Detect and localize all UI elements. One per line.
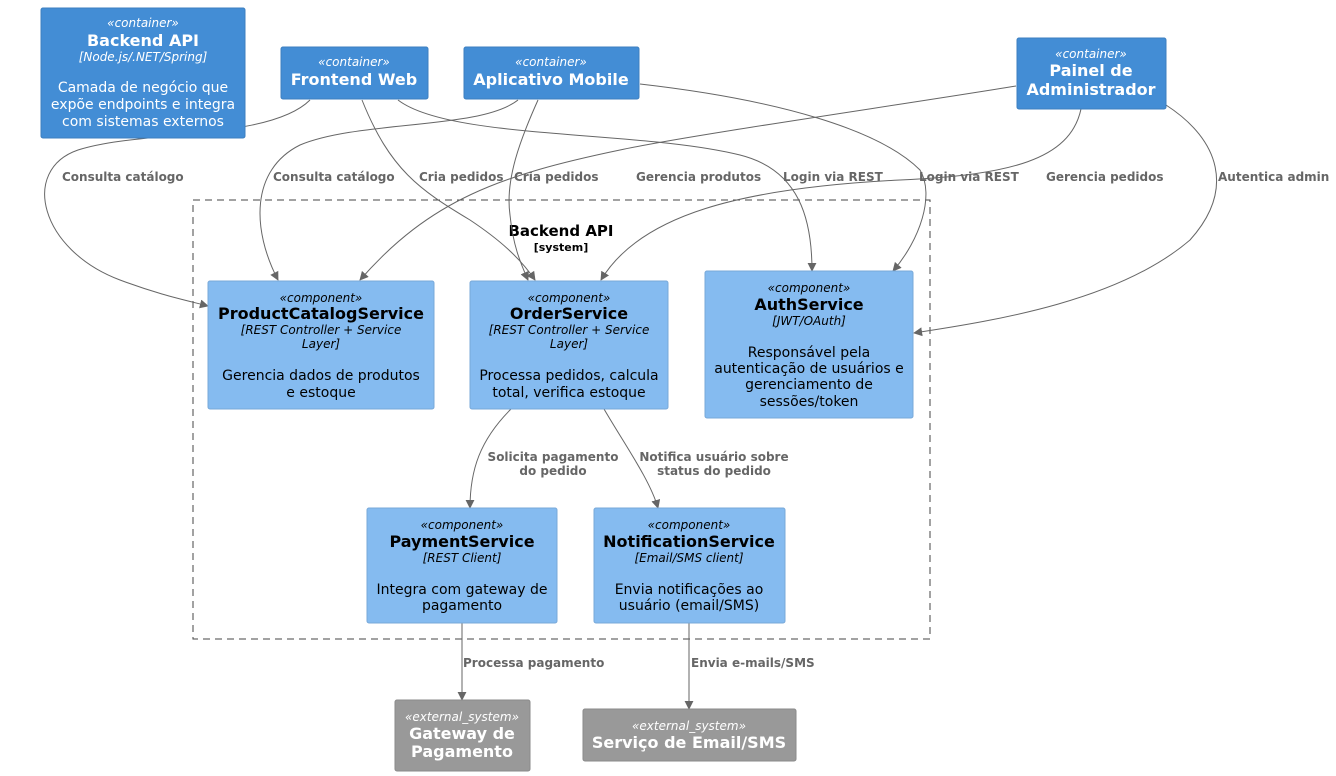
node-description: e estoque — [286, 385, 355, 401]
node-stereotype: «container» — [107, 16, 179, 30]
node-technology: [REST Client] — [423, 551, 502, 565]
admin-panel-node[interactable]: «container» Painel de Administrador — [1016, 37, 1167, 110]
node-title: NotificationService — [603, 532, 775, 551]
node-title: Backend API — [87, 31, 199, 50]
edge-mobile-order[interactable]: Cria pedidos — [508, 99, 599, 281]
edge-order-payment[interactable]: Solicita pagamento do pedido — [465, 408, 619, 509]
payment-service-node[interactable]: «component» PaymentService [REST Client]… — [366, 507, 558, 624]
node-technology: [Email/SMS client] — [634, 551, 743, 565]
edge-notification-email[interactable]: Envia e-mails/SMS — [684, 623, 815, 710]
node-title: Aplicativo Mobile — [473, 70, 629, 89]
node-stereotype: «external_system» — [632, 719, 746, 733]
edge-admin-catalog[interactable]: Gerencia produtos — [359, 85, 1017, 281]
notification-service-node[interactable]: «component» NotificationService [Email/S… — [593, 507, 786, 624]
node-description: Processa pedidos, calcula — [479, 368, 658, 384]
edge-label: status do pedido — [657, 464, 771, 478]
node-description: Camada de negócio que — [58, 80, 228, 96]
edge-order-notification[interactable]: Notifica usuário sobre status do pedido — [603, 408, 789, 509]
edge-label: Gerencia produtos — [636, 170, 761, 184]
edge-label: Solicita pagamento — [488, 450, 619, 464]
node-technology: [JWT/OAuth] — [772, 314, 846, 328]
node-description: total, verifica estoque — [492, 385, 645, 401]
node-stereotype: «container» — [318, 55, 390, 69]
edge-label: Gerencia pedidos — [1046, 170, 1164, 184]
edge-payment-gateway[interactable]: Processa pagamento — [457, 623, 604, 701]
node-title: AuthService — [754, 295, 863, 314]
edge-label: Envia e-mails/SMS — [691, 656, 815, 670]
edge-label: Cria pedidos — [514, 170, 599, 184]
node-description: Integra com gateway de — [377, 582, 548, 598]
node-technology: Layer] — [550, 337, 588, 351]
node-stereotype: «external_system» — [405, 710, 519, 724]
node-stereotype: «component» — [528, 291, 611, 305]
node-title: Administrador — [1026, 80, 1155, 99]
node-technology: [Node.js/.NET/Spring] — [79, 50, 208, 64]
product-catalog-service-node[interactable]: «component» ProductCatalogService [REST … — [207, 280, 435, 410]
node-description: usuário (email/SMS) — [619, 598, 759, 614]
edge-label: Consulta catálogo — [273, 170, 395, 184]
edge-label: do pedido — [519, 464, 586, 478]
node-stereotype: «container» — [515, 55, 587, 69]
node-stereotype: «container» — [1055, 47, 1127, 61]
email-sms-service-node[interactable]: «external_system» Serviço de Email/SMS — [582, 708, 797, 762]
node-technology: Layer] — [302, 337, 340, 351]
edge-label: Login via REST — [783, 170, 884, 184]
edge-label: Autentica admin — [1218, 170, 1329, 184]
node-title: Gateway de — [409, 724, 515, 743]
backend-api-container-node[interactable]: «container» Backend API [Node.js/.NET/Sp… — [40, 7, 246, 139]
node-technology: [REST Controller + Service — [241, 323, 402, 337]
node-description: sessões/token — [760, 394, 859, 410]
node-stereotype: «component» — [648, 518, 731, 532]
node-title: Pagamento — [411, 742, 513, 761]
node-description: autenticação de usuários e — [714, 361, 904, 377]
node-stereotype: «component» — [280, 291, 363, 305]
backend-api-boundary: Backend API [system] — [192, 199, 931, 640]
node-description: pagamento — [422, 598, 502, 614]
edge-admin-auth[interactable]: Autentica admin — [913, 104, 1329, 337]
edge-label: Consulta catálogo — [62, 170, 184, 184]
node-description: Envia notificações ao — [615, 582, 764, 598]
node-title: ProductCatalogService — [218, 304, 424, 323]
edge-label: Processa pagamento — [463, 656, 604, 670]
node-title: OrderService — [510, 304, 628, 323]
node-description: expõe endpoints e integra — [51, 97, 235, 113]
node-description: gerenciamento de — [745, 377, 873, 393]
mobile-app-node[interactable]: «container» Aplicativo Mobile — [463, 46, 640, 100]
node-stereotype: «component» — [421, 518, 504, 532]
node-title: Serviço de Email/SMS — [592, 733, 786, 752]
order-service-node[interactable]: «component» OrderService [REST Controlle… — [469, 280, 669, 410]
node-description: Responsável pela — [748, 345, 870, 361]
edge-mobile-catalog[interactable]: Consulta catálogo — [259, 99, 519, 281]
boundary-type: [system] — [534, 241, 589, 254]
auth-service-node[interactable]: «component» AuthService [JWT/OAuth] Resp… — [704, 270, 914, 419]
edge-frontend-auth[interactable]: Login via REST — [397, 99, 884, 272]
node-title: Painel de — [1049, 61, 1132, 80]
node-stereotype: «component» — [768, 281, 851, 295]
node-title: PaymentService — [389, 532, 534, 551]
edge-label: Login via REST — [919, 170, 1020, 184]
edge-frontend-order[interactable]: Cria pedidos — [361, 99, 536, 281]
edge-mobile-auth[interactable]: Login via REST — [639, 83, 1020, 272]
payment-gateway-node[interactable]: «external_system» Gateway de Pagamento — [394, 699, 531, 772]
relationships: Consulta catálogo Consulta catálogo Cria… — [44, 83, 1329, 710]
node-technology: [REST Controller + Service — [489, 323, 650, 337]
boundary-title: Backend API — [508, 222, 613, 240]
frontend-web-node[interactable]: «container» Frontend Web — [280, 46, 429, 100]
node-title: Frontend Web — [291, 70, 417, 89]
edge-label: Notifica usuário sobre — [639, 450, 788, 464]
edge-label: Cria pedidos — [419, 170, 504, 184]
node-description: Gerencia dados de produtos — [222, 368, 420, 384]
node-description: com sistemas externos — [62, 114, 224, 130]
edge-admin-order[interactable]: Gerencia pedidos — [600, 108, 1164, 281]
